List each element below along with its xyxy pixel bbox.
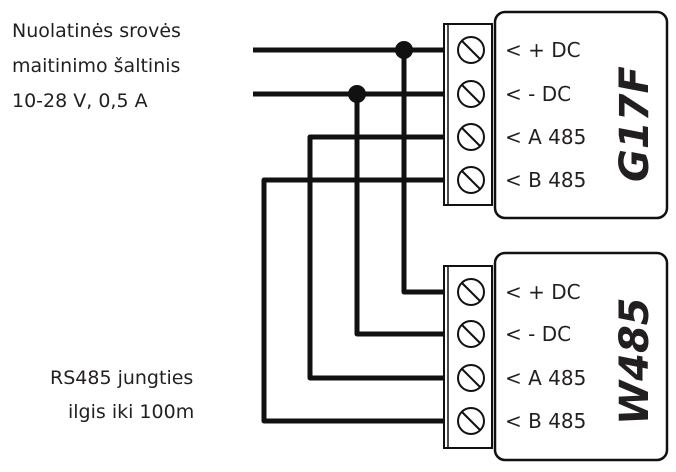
device-body [493,10,669,220]
power-label-line-3: 10-28 V, 0,5 A [12,90,148,112]
terminal-label: < - DC [505,322,571,346]
terminal-label: < B 485 [505,168,586,192]
terminal-label: < A 485 [505,125,586,149]
power-label-line-1: Nuolatinės srovės [12,20,181,42]
wire-a485 [307,134,444,381]
junction-dot-minus [348,85,366,103]
terminal-label: < B 485 [505,409,586,433]
screw-icons [457,278,485,435]
screw-icons [457,36,485,194]
screw-icon [457,407,485,435]
terminal-label: < + DC [505,38,581,62]
screw-icon [457,364,485,392]
screw-icon [457,80,485,108]
device-g17f: < + DC < - DC < A 485 < B 485 G17F [443,10,669,220]
device-name: G17F [612,66,658,182]
screw-icon [457,36,485,64]
device-w485: < + DC < - DC < A 485 < B 485 W485 [443,251,669,462]
wire-plus-dc-w485 [401,50,444,295]
power-label-line-2: maitinimo šaltinis [12,55,180,77]
screw-icon [457,278,485,306]
terminal-label: < A 485 [505,366,586,390]
wires [253,47,444,424]
cable-label: RS485 jungties ilgis iki 100m [50,367,194,423]
cable-label-line-2: ilgis iki 100m [68,401,194,423]
junction-dot-plus [395,41,413,59]
wire-minus-dc-w485 [354,94,444,337]
screw-icon [457,320,485,348]
power-label: Nuolatinės srovės maitinimo šaltinis 10-… [12,20,181,112]
terminal-label: < + DC [505,280,581,304]
wire-b485 [261,177,444,424]
screw-icon [457,166,485,194]
cable-label-line-1: RS485 jungties [50,367,193,389]
device-body [493,251,669,462]
device-name: W485 [612,297,658,425]
terminal-label: < - DC [505,82,571,106]
screw-icon [457,123,485,151]
